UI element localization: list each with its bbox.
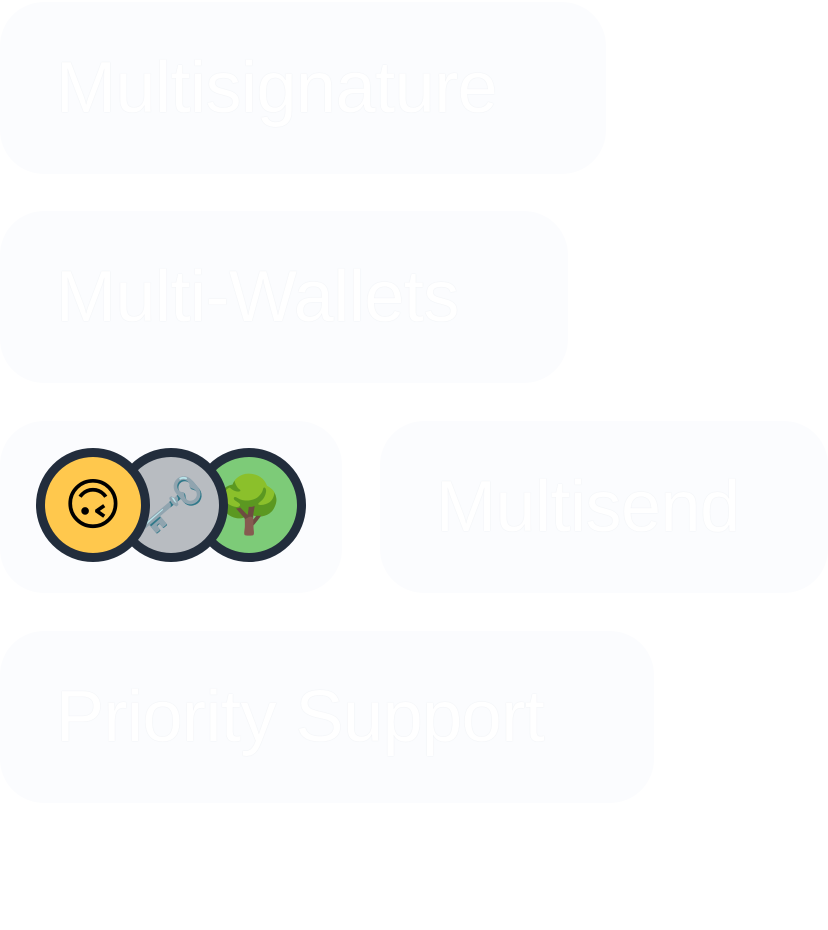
priority-support-label: Priority Support: [56, 677, 545, 757]
multisend-label: Multisend: [436, 467, 740, 547]
wallet-avatars-pill: 🙃 🗝️ 🌳: [0, 421, 342, 593]
multi-wallets-label: Multi-Wallets: [56, 257, 459, 337]
multisignature-feature-pill: Multisignature: [0, 2, 606, 174]
multi-wallets-feature-pill: Multi-Wallets: [0, 211, 568, 383]
multisignature-label: Multisignature: [56, 48, 498, 128]
avatar-glyph: 🙃: [63, 473, 123, 536]
priority-support-feature-pill: Priority Support: [0, 631, 654, 803]
deciduous-tree-icon: 🌳: [192, 448, 306, 562]
multisend-feature-pill: Multisend: [380, 421, 828, 593]
upside-down-face-icon: 🙃: [36, 448, 150, 562]
